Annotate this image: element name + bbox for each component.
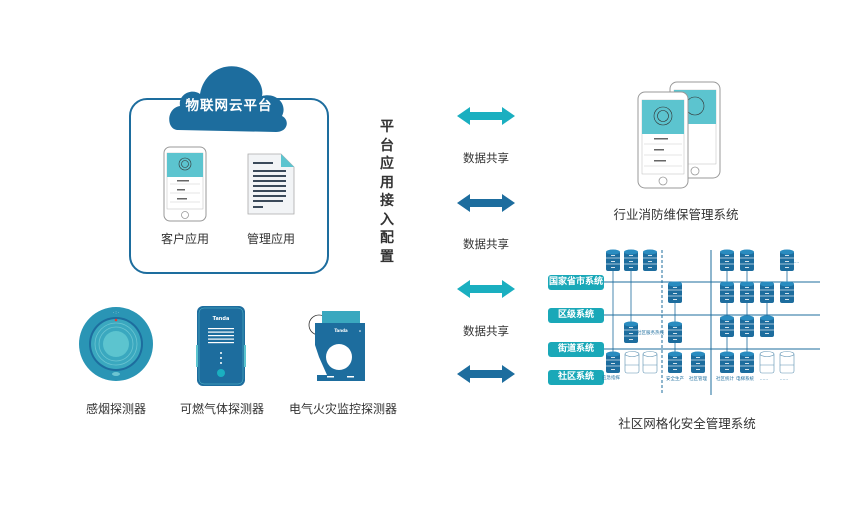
double-arrow-icon — [457, 280, 515, 298]
level-district: 区级系统 — [548, 308, 604, 323]
svg-text:· : ·: · : · — [113, 310, 119, 315]
gas-detector-label: 可燃气体探测器 — [179, 402, 264, 416]
db-label: 应急指挥 — [602, 376, 620, 381]
db-label: 安全生产 — [666, 377, 684, 382]
database-empty-icon — [642, 351, 658, 374]
gas-brand-text: Tanda — [213, 316, 230, 322]
db-label: 电梯系统 — [736, 377, 754, 382]
community-network-diagram — [600, 249, 820, 395]
config-label: 平 台 应 用 接 入 配 置 — [378, 118, 396, 266]
industry-system-label: 行业消防维保管理系统 — [613, 207, 739, 222]
smartphone-app-icon — [163, 146, 207, 222]
db-label: ...... — [759, 377, 769, 382]
database-icon — [780, 249, 794, 271]
database-empty-icon — [779, 351, 795, 374]
electrical-fire-detector-label: 电气火灾监控探测器 — [288, 402, 397, 416]
electrical-fire-detector-icon: Tanda — [308, 311, 365, 381]
database-icon — [643, 249, 657, 271]
double-arrow-icon — [457, 107, 515, 125]
smoke-detector-label: 感烟探测器 — [85, 402, 146, 416]
level-street: 街道系统 — [548, 342, 604, 357]
database-icon — [740, 249, 754, 271]
config-char: 平 — [380, 119, 394, 135]
config-char: 台 — [380, 137, 394, 154]
cloud-icon — [169, 66, 287, 132]
level-community: 社区系统 — [548, 370, 604, 385]
db-label: ...... — [790, 260, 800, 265]
database-icon — [606, 351, 620, 373]
config-char: 配 — [380, 230, 394, 246]
client-app-label: 客户应用 — [160, 232, 209, 246]
db-label: 社区统计 — [716, 377, 734, 382]
database-icon — [668, 281, 682, 303]
double-arrow-icon — [457, 194, 515, 212]
database-icon — [606, 249, 620, 271]
data-share-label: 数据共享 — [463, 151, 509, 165]
database-icon — [780, 281, 794, 303]
double-arrow-icon — [457, 365, 515, 383]
database-icon — [740, 281, 754, 303]
database-empty-icon — [759, 351, 775, 374]
database-icon — [760, 281, 774, 303]
platform-title: 物联网云平台 — [185, 98, 273, 114]
db-label: 社区服务热线 — [637, 331, 664, 336]
config-char: 用 — [380, 174, 394, 191]
database-icon — [720, 281, 734, 303]
database-icon — [720, 315, 734, 337]
config-char: 入 — [380, 211, 394, 228]
config-char: 接 — [380, 193, 394, 209]
database-icon — [720, 351, 734, 373]
database-icon — [760, 315, 774, 337]
database-icon — [668, 351, 682, 373]
config-char: 应 — [380, 156, 394, 172]
data-share-label: 数据共享 — [463, 237, 509, 251]
database-empty-icon — [624, 351, 640, 374]
database-icon — [740, 351, 754, 373]
document-icon — [247, 153, 295, 215]
management-app-label: 管理应用 — [246, 232, 295, 246]
gas-detector-icon: Tanda — [196, 306, 246, 386]
svg-text:Tanda: Tanda — [334, 328, 348, 333]
database-icon — [691, 351, 705, 373]
data-share-label: 数据共享 — [463, 324, 509, 338]
industry-phones-icon — [637, 81, 721, 189]
community-system-label: 社区网格化安全管理系统 — [618, 416, 756, 431]
level-national: 国家省市系统 — [548, 275, 604, 290]
smoke-detector-icon: · : · — [79, 307, 153, 381]
db-label: 社区管理 — [689, 377, 707, 382]
database-icon — [624, 249, 638, 271]
database-icon — [668, 321, 682, 343]
database-icon — [624, 321, 638, 343]
config-char: 置 — [380, 248, 394, 265]
database-icon — [720, 249, 734, 271]
db-label: ...... — [779, 377, 789, 382]
database-icon — [740, 315, 754, 337]
